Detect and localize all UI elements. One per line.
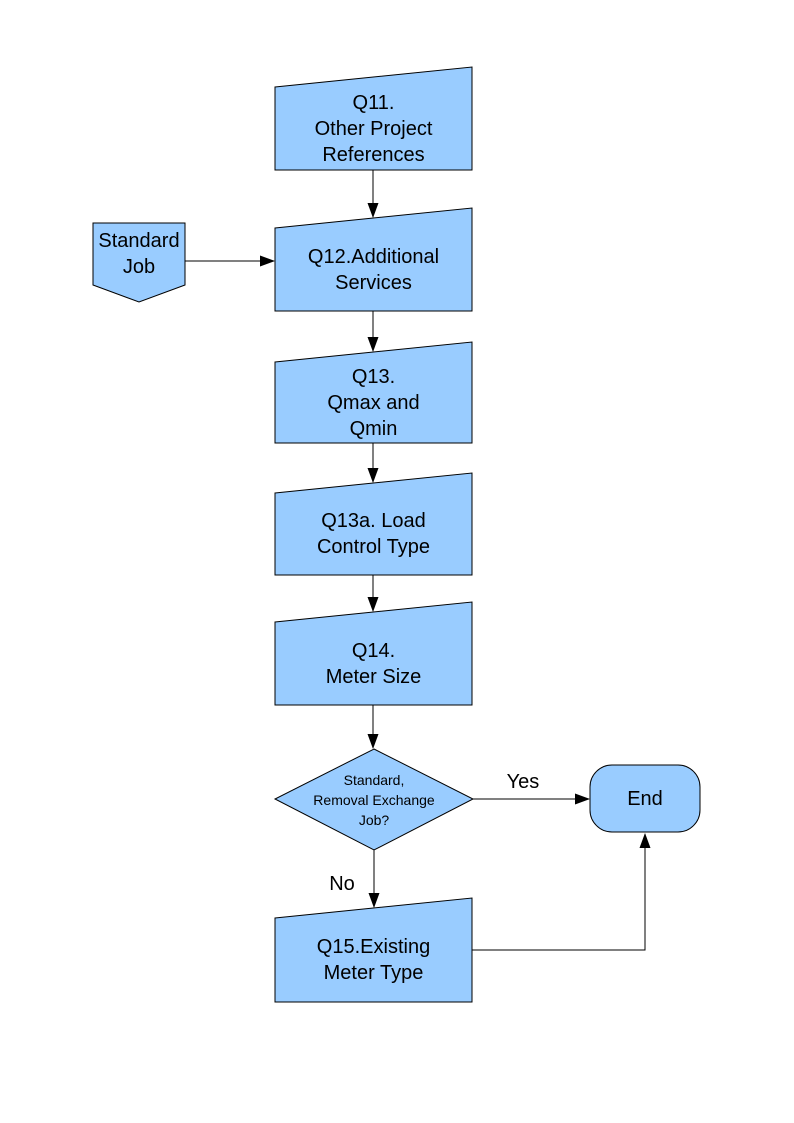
decision-diamond-label: Standard, Removal Exchange Job?	[313, 771, 435, 828]
standard-job-tag-label: Standard Job	[98, 230, 180, 278]
q15-node-label: Q15.Existing Meter Type	[316, 936, 431, 984]
q13a-node-shape	[274, 472, 473, 576]
q13-node-label: Q13. Qmax and Qmin	[327, 365, 420, 440]
q13-node-shape	[274, 341, 473, 444]
end-terminator-label: End	[627, 787, 663, 810]
end-terminator-shape	[589, 764, 701, 833]
q11-node-label: Q11. Other Project References	[314, 92, 433, 166]
connector-q15-to-end	[472, 833, 651, 951]
q13a-node-label: Q13a. Load Control Type	[316, 510, 431, 558]
q12-node-shape	[274, 207, 473, 312]
yes-edge-label: Yes	[506, 771, 540, 793]
q14-node-shape	[274, 601, 473, 706]
q14-node-label: Q14. Meter Size	[325, 639, 422, 688]
q12-node-label: Q12.Additional Services	[307, 245, 440, 294]
q11-node-shape	[274, 66, 473, 171]
no-edge-label: No	[329, 873, 355, 895]
q15-node-shape	[274, 897, 473, 1003]
standard-job-tag-shape	[92, 222, 186, 303]
